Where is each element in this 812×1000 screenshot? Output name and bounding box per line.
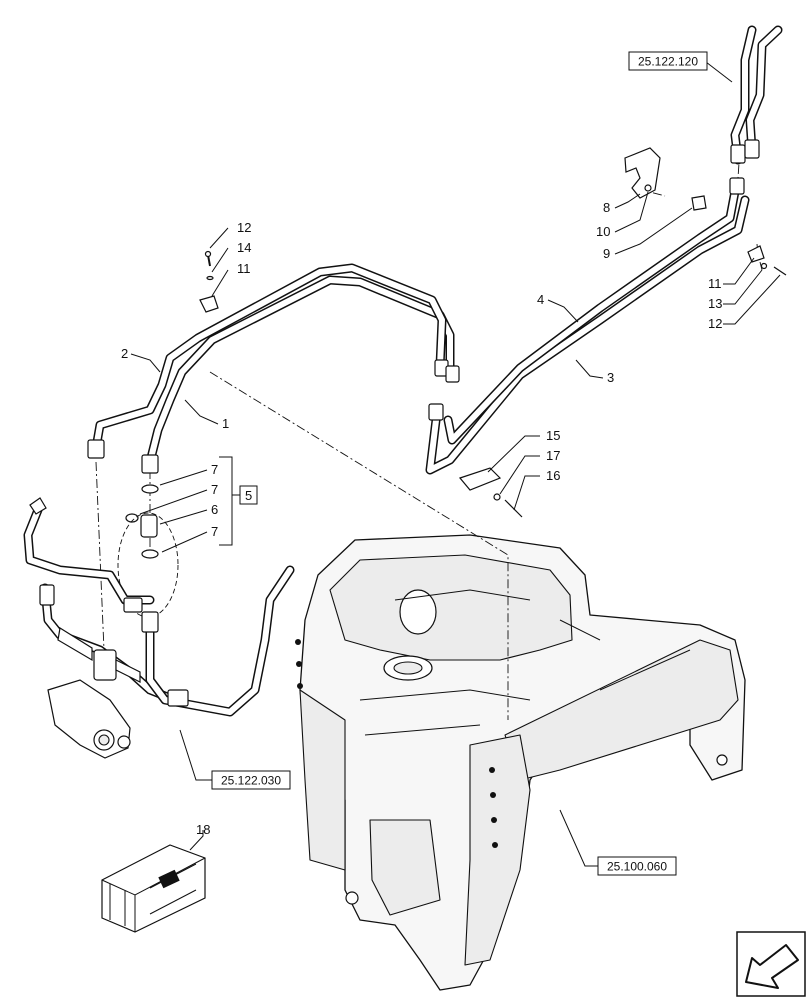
o-ring-7-middle [125,513,139,523]
pipe-2 [91,263,447,453]
reference-box-left[interactable]: 25.122.030 [211,770,291,790]
steering-valve-assembly [23,497,295,759]
callout-1: 1 [222,416,229,431]
reference-25-122-030: 25.122.030 [221,774,281,788]
bracket-8 [624,147,661,199]
callout-11-right: 11 [708,276,722,291]
pipe-3 [425,195,750,475]
bolt-16 [504,499,523,518]
callout-5: 5 [245,488,252,503]
callout-17: 17 [546,448,560,463]
reference-25-100-060: 25.100.060 [607,860,667,874]
washer-14 [206,275,214,281]
washer-10 [644,184,652,192]
callout-13: 13 [708,296,722,311]
callout-3: 3 [607,370,614,385]
front-axle-support-frame [295,534,746,991]
next-page-arrow-icon[interactable] [736,931,806,997]
block-15 [458,467,502,491]
clamp-11-right [747,245,765,263]
pipe-3-fitting [428,403,444,421]
callout-16: 16 [546,468,560,483]
pipe-1 [145,275,455,467]
callout-labels: 12 14 11 2 1 7 7 6 7 5 8 10 9 4 3 11 13 … [121,200,722,837]
kit-5-box [239,485,258,505]
upper-hose-assembly [730,25,783,165]
bolt-9 [691,195,707,211]
reference-box-frame[interactable]: 25.100.060 [597,856,677,876]
o-ring-7-lower [141,549,159,559]
callout-4: 4 [537,292,544,307]
callout-9: 9 [603,246,610,261]
callout-7-first: 7 [211,462,218,477]
washer-13 [760,262,768,270]
leader-lines [130,61,781,867]
callout-7-third: 7 [211,524,218,539]
reference-box-top[interactable]: 25.122.120 [628,51,708,71]
callout-12-right: 12 [708,316,722,331]
pipe-4-fitting [729,177,745,195]
pipe-4 [443,181,741,445]
reference-25-122-120: 25.122.120 [638,55,698,69]
callout-7-second: 7 [211,482,218,497]
callout-18: 18 [196,822,210,837]
pipe-1-fitting [141,454,159,474]
adapter-6 [140,514,158,538]
bolt-12-right [773,266,787,276]
pipe-2-fitting [87,439,105,459]
bolt-12-top-left [204,250,212,267]
callout-8: 8 [603,200,610,215]
callout-6: 6 [211,502,218,517]
o-ring-7-upper [141,484,159,494]
clamp-11-left [199,295,219,313]
crate-kit-18 [101,844,206,933]
callout-2: 2 [121,346,128,361]
callout-15: 15 [546,428,560,443]
callout-11-top: 11 [237,261,251,276]
callout-12-top: 12 [237,220,251,235]
pipe-1-upper-fitting [445,365,460,383]
washer-17 [493,493,501,501]
callout-10: 10 [596,224,610,239]
callout-14: 14 [237,240,251,255]
